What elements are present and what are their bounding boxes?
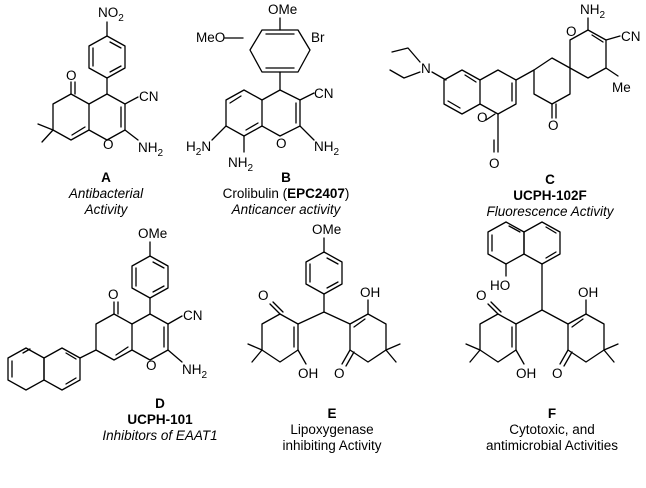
compound-letter: F	[547, 406, 557, 421]
atom-no2: NO2	[98, 5, 124, 24]
atom-o: O	[276, 136, 287, 151]
atom-me: Me	[612, 80, 631, 95]
atom-cn: CN	[139, 89, 159, 104]
caption-c: C UCPH-102F Fluorescence Activity	[470, 172, 630, 220]
activity-line1: Lipoxygenase	[290, 422, 374, 437]
atom-meo: MeO	[196, 30, 225, 45]
atom-h2n: H2N	[186, 139, 211, 158]
atom-o: O	[552, 366, 563, 381]
atom-oh: OH	[516, 366, 536, 381]
compound-letter: E	[327, 406, 337, 421]
atom-cn: CN	[621, 29, 641, 44]
compound-letter: D	[155, 396, 165, 411]
atom-oh: OH	[578, 285, 598, 300]
atom-o: O	[548, 118, 559, 133]
atom-o: O	[103, 137, 114, 152]
atom-ome: OMe	[138, 226, 167, 241]
atom-oh: OH	[360, 285, 380, 300]
caption-f: F Cytotoxic, and antimicrobial Activitie…	[462, 406, 642, 454]
atom-nh2: NH2	[314, 139, 340, 158]
structure-d: OMe O CN O NH2	[7, 226, 208, 391]
structure-b: OMe MeO Br CN O NH2 H2N NH2	[186, 2, 340, 174]
activity-line2: Anticancer activity	[231, 202, 341, 217]
atom-o: O	[566, 24, 577, 39]
atom-o: O	[66, 68, 77, 83]
compound-letter: A	[101, 170, 111, 185]
atom-cn: CN	[183, 308, 203, 323]
compound-name: Crolibulin (EPC2407)	[222, 186, 350, 201]
activity-line2: Fluorescence Activity	[486, 204, 614, 219]
atom-ome: OMe	[312, 222, 341, 237]
atom-oh: OH	[298, 366, 318, 381]
atom-ho: HO	[490, 278, 510, 293]
caption-e: E Lipoxygenase inhibiting Activity	[262, 406, 402, 454]
atom-o: O	[489, 156, 500, 171]
atom-nh2: NH2	[182, 362, 208, 381]
atom-o: O	[258, 288, 269, 303]
atom-o: O	[477, 110, 488, 125]
activity-line2: Activity	[84, 202, 128, 217]
atom-o: O	[108, 287, 119, 302]
activity-line1: Antibacterial	[68, 186, 144, 201]
activity-line1: Cytotoxic, and	[509, 422, 595, 437]
activity-line2: antimicrobial Activities	[485, 438, 619, 453]
caption-b: B Crolibulin (EPC2407) Anticancer activi…	[206, 170, 366, 218]
structure-e: OMe O OH OH O	[247, 222, 401, 381]
structure-c: N O O O O NH2 CN Me	[389, 2, 641, 171]
compound-letter: C	[545, 172, 555, 187]
compound-name: UCPH-101	[127, 412, 193, 427]
atom-nh2: NH2	[138, 140, 164, 159]
atom-nh2: NH2	[228, 155, 254, 174]
compound-letter: B	[281, 170, 291, 185]
caption-a: A Antibacterial Activity	[56, 170, 156, 218]
atom-ome: OMe	[268, 2, 297, 17]
atom-o: O	[146, 358, 157, 373]
atom-o: O	[476, 288, 487, 303]
atom-nh2: NH2	[580, 2, 606, 21]
atom-br: Br	[311, 30, 325, 45]
caption-d: D UCPH-101 Inhibitors of EAAT1	[80, 396, 240, 444]
structure-f: HO O OH OH O	[465, 221, 619, 381]
activity-line2: inhibiting Activity	[282, 438, 382, 453]
activity-line2: Inhibitors of EAAT1	[102, 428, 218, 443]
atom-cn: CN	[314, 86, 334, 101]
atom-n: N	[421, 61, 431, 76]
atom-o: O	[334, 366, 345, 381]
structure-a: NO2 O CN O NH2	[37, 5, 164, 159]
compound-name: UCPH-102F	[513, 188, 587, 203]
